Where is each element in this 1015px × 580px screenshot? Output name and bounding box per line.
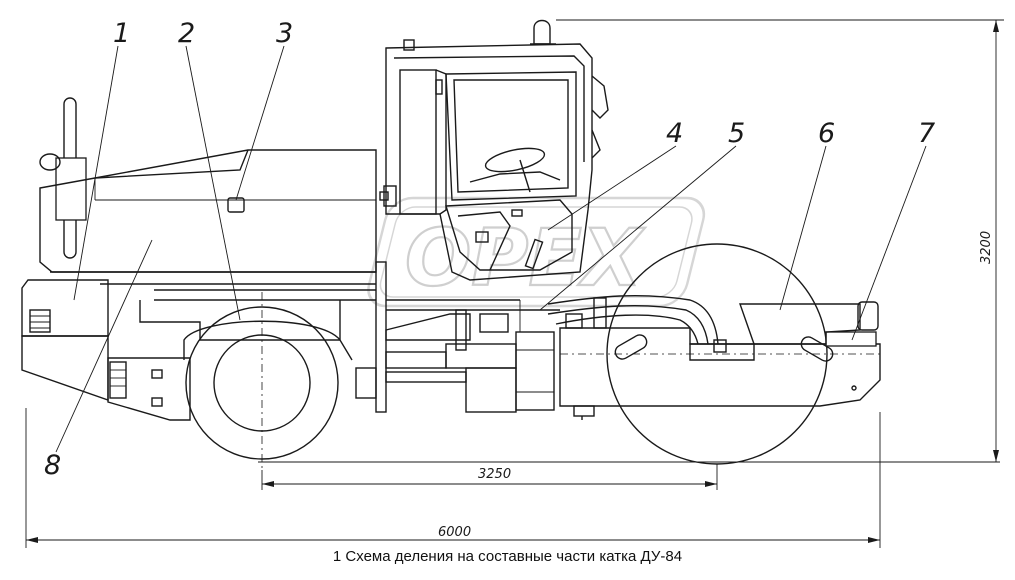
callout-6: 6: [818, 118, 835, 149]
dim-wheelbase: 3250: [478, 467, 511, 482]
figure-caption: 1 Схема деления на составные части катка…: [332, 548, 683, 565]
callout-5: 5: [728, 118, 745, 149]
watermark-logo: ОРЕХ: [367, 196, 706, 308]
callout-8: 8: [44, 450, 61, 481]
callout-2: 2: [178, 18, 195, 49]
dim-overall-length: 6000: [438, 525, 471, 540]
callout-4: 4: [666, 118, 683, 149]
callout-3: 3: [276, 18, 293, 49]
dim-overall-height: 3200: [979, 231, 994, 264]
callout-7: 7: [918, 118, 935, 149]
watermark-text: ОРЕХ: [405, 214, 646, 304]
callout-1: 1: [113, 18, 130, 49]
